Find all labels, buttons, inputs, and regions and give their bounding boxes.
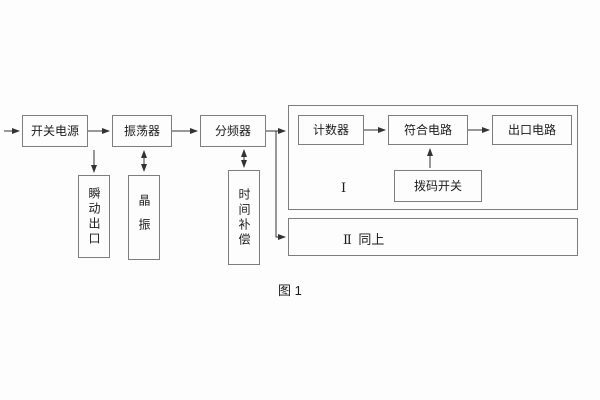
arrow-divider-to-group2 bbox=[275, 131, 286, 240]
frequency-divider-box: 分频器 bbox=[200, 115, 266, 147]
group2-frame bbox=[288, 218, 578, 256]
group1-frame bbox=[288, 105, 578, 210]
instant-outlet-box: 瞬动出口 bbox=[78, 175, 110, 258]
dip-switch-box: 拨码开关 bbox=[394, 170, 482, 202]
outlet-circuit-box: 出口电路 bbox=[492, 115, 572, 145]
crystal-oscillator-box: 晶振 bbox=[128, 175, 160, 260]
figure-caption: 图 1 bbox=[278, 283, 302, 298]
oscillator-box: 振荡器 bbox=[112, 115, 172, 147]
power-supply-box: 开关电源 bbox=[22, 115, 88, 147]
group2-same-as-above-label: Ⅱ 同上 bbox=[343, 232, 385, 247]
group1-numeral-label: Ⅰ bbox=[341, 180, 347, 195]
time-compensation-box: 时间补偿 bbox=[228, 170, 260, 265]
coincidence-circuit-box: 符合电路 bbox=[388, 115, 468, 145]
counter-box: 计数器 bbox=[298, 115, 364, 145]
